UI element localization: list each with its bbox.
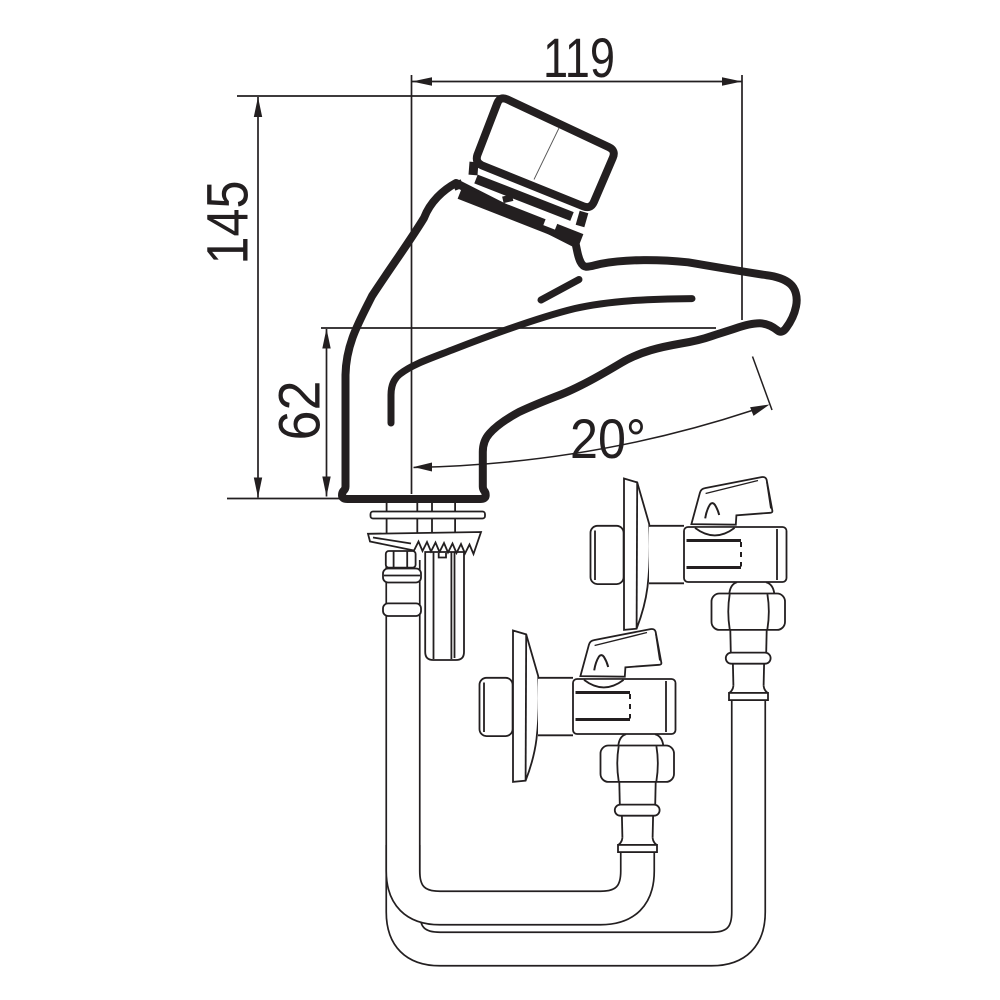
svg-text:119: 119 — [543, 26, 615, 89]
svg-text:145: 145 — [196, 181, 261, 265]
svg-text:20°: 20° — [570, 407, 646, 470]
svg-text:62: 62 — [268, 381, 333, 441]
